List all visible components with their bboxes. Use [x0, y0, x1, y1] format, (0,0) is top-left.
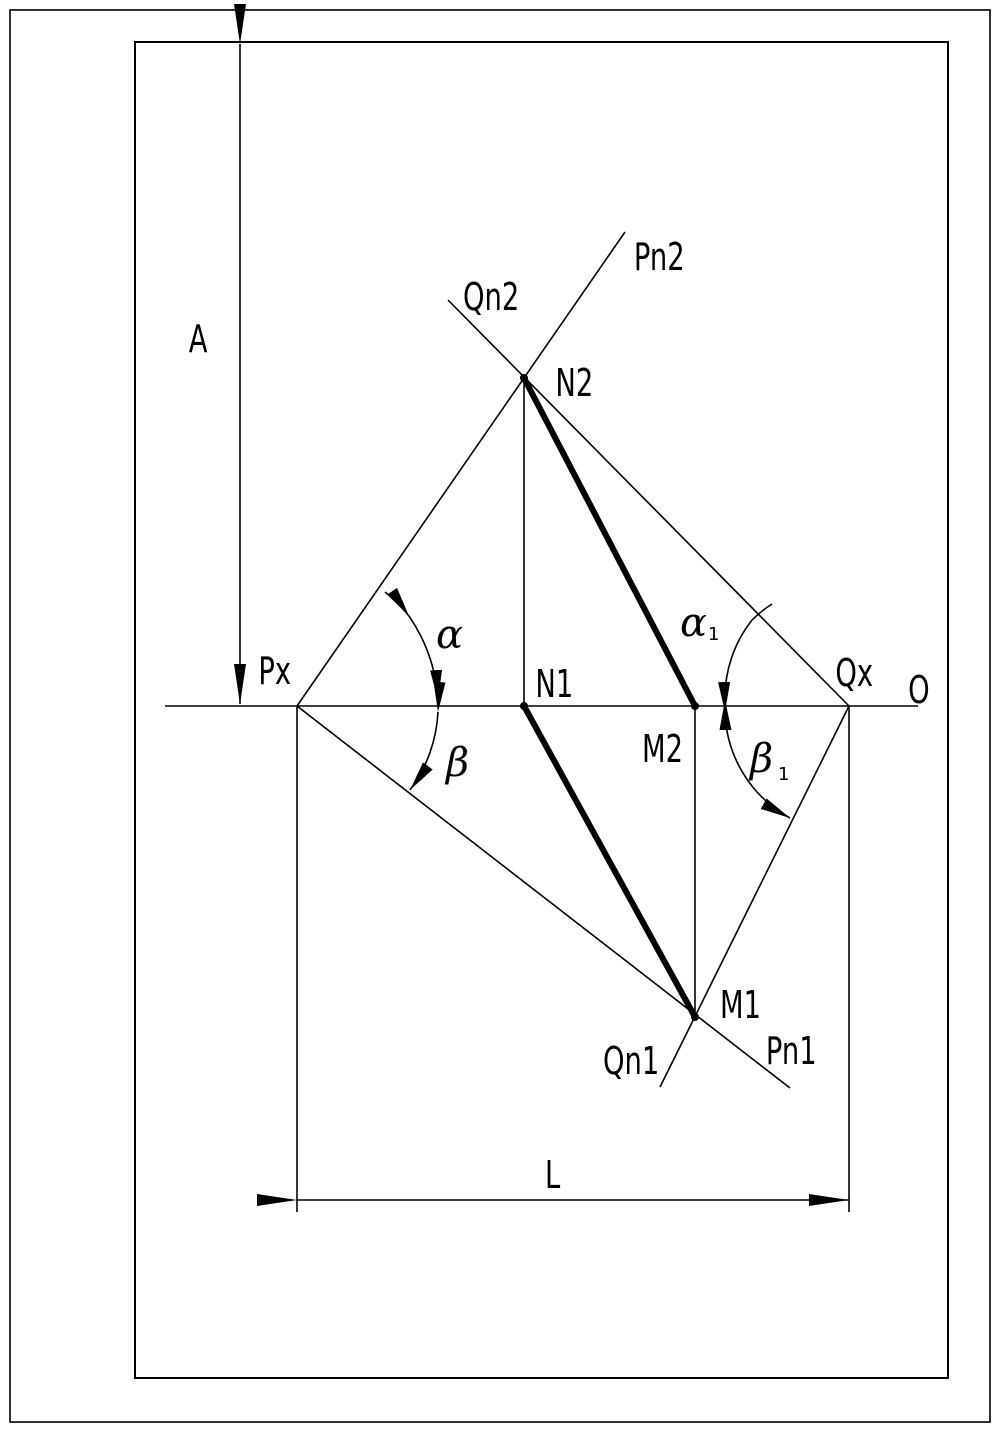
angle-beta1-arc: [718, 681, 791, 819]
label-pn2: Pn2: [634, 234, 685, 279]
label-beta1: β: [748, 736, 773, 782]
angle-alpha1-arc-ext: [751, 603, 773, 621]
segment-n1-m1: [521, 703, 698, 1020]
label-pn1: Pn1: [766, 1028, 817, 1073]
point-m1: [691, 1013, 699, 1021]
trace-pn2: [296, 231, 626, 707]
label-n1: N1: [535, 661, 573, 706]
angle-alpha1-arc: [719, 619, 753, 731]
label-m2: M2: [642, 726, 683, 771]
label-qn2: Qn2: [463, 274, 519, 319]
segment-n2-m2: [521, 375, 698, 709]
trace-qn2: [447, 299, 850, 707]
angle-alpha-arc: [387, 587, 443, 701]
label-alpha1-subscript: 1: [708, 624, 719, 645]
trace-pn1: [296, 705, 791, 1089]
label-beta1-subscript: 1: [778, 764, 789, 785]
label-n2: N2: [555, 360, 593, 405]
label-qn1: Qn1: [603, 1038, 659, 1083]
trace-qn1: [659, 705, 850, 1088]
label-l: L: [545, 1152, 561, 1197]
point-m2: [691, 702, 699, 710]
label-px: Px: [258, 648, 291, 693]
label-o: O: [908, 667, 930, 712]
angle-alpha-arc-ext: [384, 591, 410, 617]
angle-beta-arc: [409, 681, 446, 791]
label-beta: β: [444, 740, 469, 786]
drawing-frame: [134, 41, 949, 1379]
label-m1: M1: [720, 982, 761, 1027]
label-alpha1: α: [680, 600, 707, 646]
label-alpha: α: [436, 612, 463, 658]
outer-border: [9, 9, 991, 1423]
label-a: A: [189, 316, 208, 361]
point-n2: [520, 374, 528, 382]
point-n1: [520, 702, 528, 710]
label-qx: Qx: [835, 650, 873, 695]
